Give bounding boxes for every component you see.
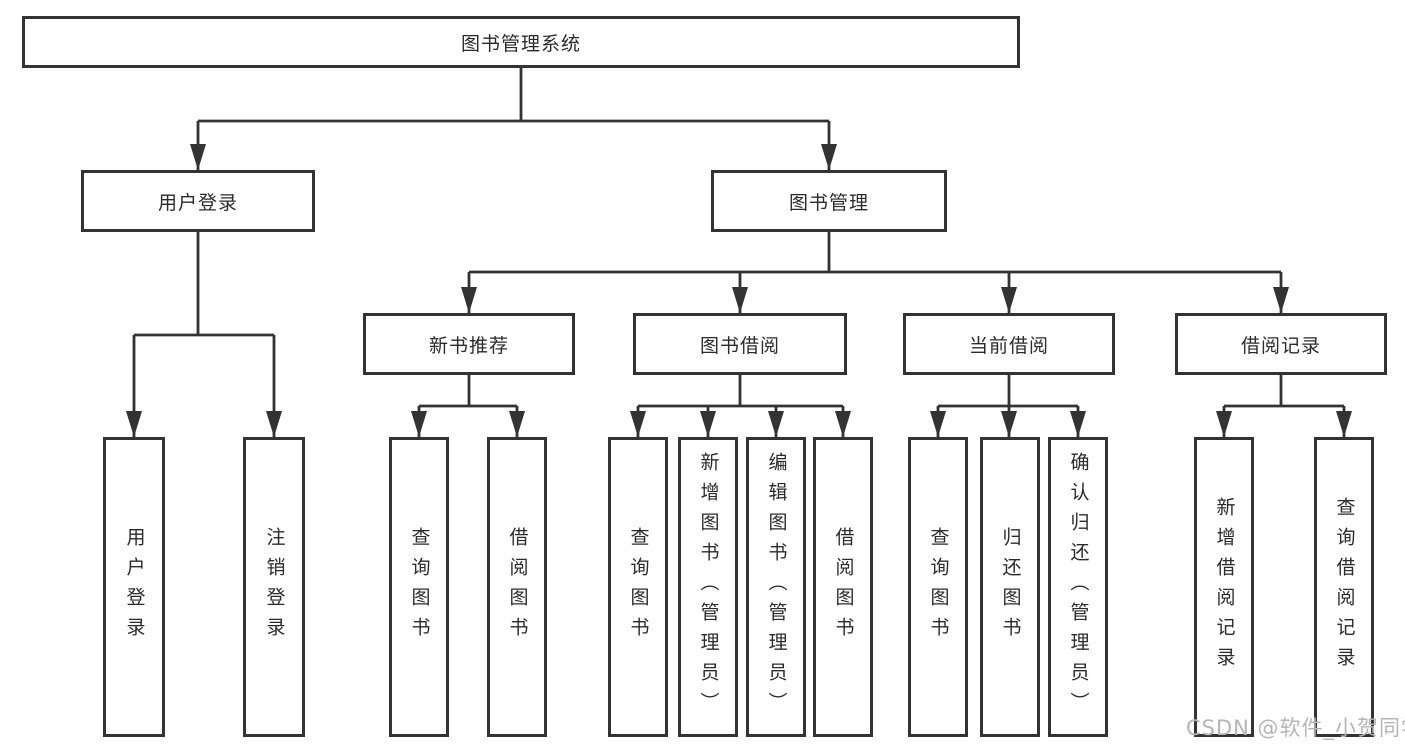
node-borrow-records: 借阅记录 — [1175, 313, 1387, 375]
arrow-down-icon — [835, 411, 851, 437]
leaf-return-books: 归还图书 — [980, 437, 1040, 737]
node-book-management-label: 图书管理 — [788, 191, 869, 214]
arrow-down-icon — [126, 411, 142, 437]
arrow-down-icon — [1070, 411, 1086, 437]
leaf-query-books-2: 查询图书 — [608, 437, 668, 737]
connector-bookborrow-to-leaves — [636, 375, 845, 437]
connector-root-to-level2 — [196, 68, 831, 170]
arrow-down-icon — [1273, 287, 1289, 313]
arrow-down-icon — [411, 411, 427, 437]
leaf-borrow-books-1: 借阅图书 — [487, 437, 547, 737]
leaf-edit-book-admin-label: 编辑图书（管理员） — [765, 452, 788, 722]
connector-bookmgmt-to-level3 — [467, 232, 1283, 313]
leaf-query-borrow-record-label: 查询借阅记录 — [1333, 497, 1356, 677]
node-root: 图书管理系统 — [22, 16, 1020, 68]
leaf-edit-book-admin: 编辑图书（管理员） — [746, 437, 806, 737]
leaf-query-books-1-label: 查询图书 — [408, 527, 431, 647]
leaf-confirm-return-admin: 确认归还（管理员） — [1048, 437, 1108, 737]
leaf-return-books-label: 归还图书 — [999, 527, 1022, 647]
arrow-down-icon — [700, 411, 716, 437]
arrow-down-icon — [509, 411, 525, 437]
leaf-user-login-label: 用户登录 — [123, 527, 146, 647]
node-new-book-recommend: 新书推荐 — [363, 313, 575, 375]
leaf-borrow-books-2: 借阅图书 — [813, 437, 873, 737]
node-current-borrow: 当前借阅 — [903, 313, 1115, 375]
arrow-down-icon — [1336, 411, 1352, 437]
arrow-down-icon — [190, 144, 206, 170]
arrow-down-icon — [461, 287, 477, 313]
node-new-book-recommend-label: 新书推荐 — [428, 334, 509, 357]
arrow-down-icon — [1216, 411, 1232, 437]
leaf-logout-label: 注销登录 — [263, 527, 286, 647]
arrowheads — [126, 144, 1352, 437]
node-user-login-label: 用户登录 — [157, 191, 238, 214]
leaf-user-login: 用户登录 — [103, 437, 165, 737]
arrow-down-icon — [1001, 287, 1017, 313]
arrow-down-icon — [630, 411, 646, 437]
connector-borrowrecords-to-leaves — [1222, 375, 1346, 437]
arrow-down-icon — [930, 411, 946, 437]
connector-newbookrec-to-leaves — [417, 375, 519, 437]
leaf-query-books-3-label: 查询图书 — [927, 527, 950, 647]
node-book-borrow: 图书借阅 — [633, 313, 847, 375]
node-book-management: 图书管理 — [711, 170, 947, 232]
node-book-borrow-label: 图书借阅 — [699, 334, 780, 357]
leaf-query-books-3: 查询图书 — [908, 437, 968, 737]
node-borrow-records-label: 借阅记录 — [1240, 334, 1321, 357]
arrow-down-icon — [1001, 411, 1017, 437]
leaf-add-book-admin: 新增图书（管理员） — [678, 437, 738, 737]
node-user-login: 用户登录 — [81, 170, 315, 232]
csdn-watermark: CSDN @软件_小贺同学 — [1186, 716, 1405, 740]
arrow-down-icon — [732, 287, 748, 313]
leaf-logout: 注销登录 — [243, 437, 305, 737]
connector-userlogin-to-leaves — [132, 232, 276, 437]
leaf-query-books-1: 查询图书 — [389, 437, 449, 737]
leaf-add-book-admin-label: 新增图书（管理员） — [697, 452, 720, 722]
arrow-down-icon — [821, 144, 837, 170]
leaf-add-borrow-record-label: 新增借阅记录 — [1213, 497, 1236, 677]
leaf-query-books-2-label: 查询图书 — [627, 527, 650, 647]
leaf-query-borrow-record: 查询借阅记录 — [1314, 437, 1374, 737]
node-root-label: 图书管理系统 — [460, 32, 581, 55]
leaf-borrow-books-2-label: 借阅图书 — [832, 527, 855, 647]
arrow-down-icon — [768, 411, 784, 437]
node-current-borrow-label: 当前借阅 — [968, 334, 1049, 357]
leaf-confirm-return-admin-label: 确认归还（管理员） — [1067, 452, 1090, 722]
leaf-borrow-books-1-label: 借阅图书 — [506, 527, 529, 647]
leaf-add-borrow-record: 新增借阅记录 — [1194, 437, 1254, 737]
arrow-down-icon — [266, 411, 282, 437]
